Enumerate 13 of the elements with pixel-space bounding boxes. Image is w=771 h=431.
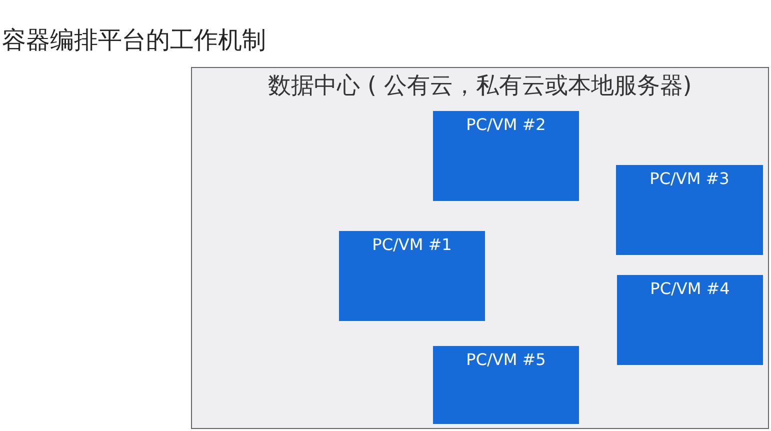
machine-box	[433, 346, 579, 424]
machine-box	[617, 275, 763, 365]
machine-box	[616, 165, 763, 255]
machine-label: PC/VM #4	[649, 279, 731, 298]
machine-label: PC/VM #2	[465, 115, 547, 134]
diagram-title: 容器编排平台的工作机制	[2, 25, 266, 56]
machine-box	[339, 231, 485, 321]
machine-label: PC/VM #3	[648, 169, 730, 188]
machine-label: PC/VM #1	[371, 235, 453, 254]
data-center-panel	[191, 67, 769, 429]
machine-box	[433, 111, 579, 201]
panel-heading: 数据中心 ( 公有云，私有云或本地服务器)	[267, 72, 693, 101]
machine-label: PC/VM #5	[465, 350, 547, 369]
